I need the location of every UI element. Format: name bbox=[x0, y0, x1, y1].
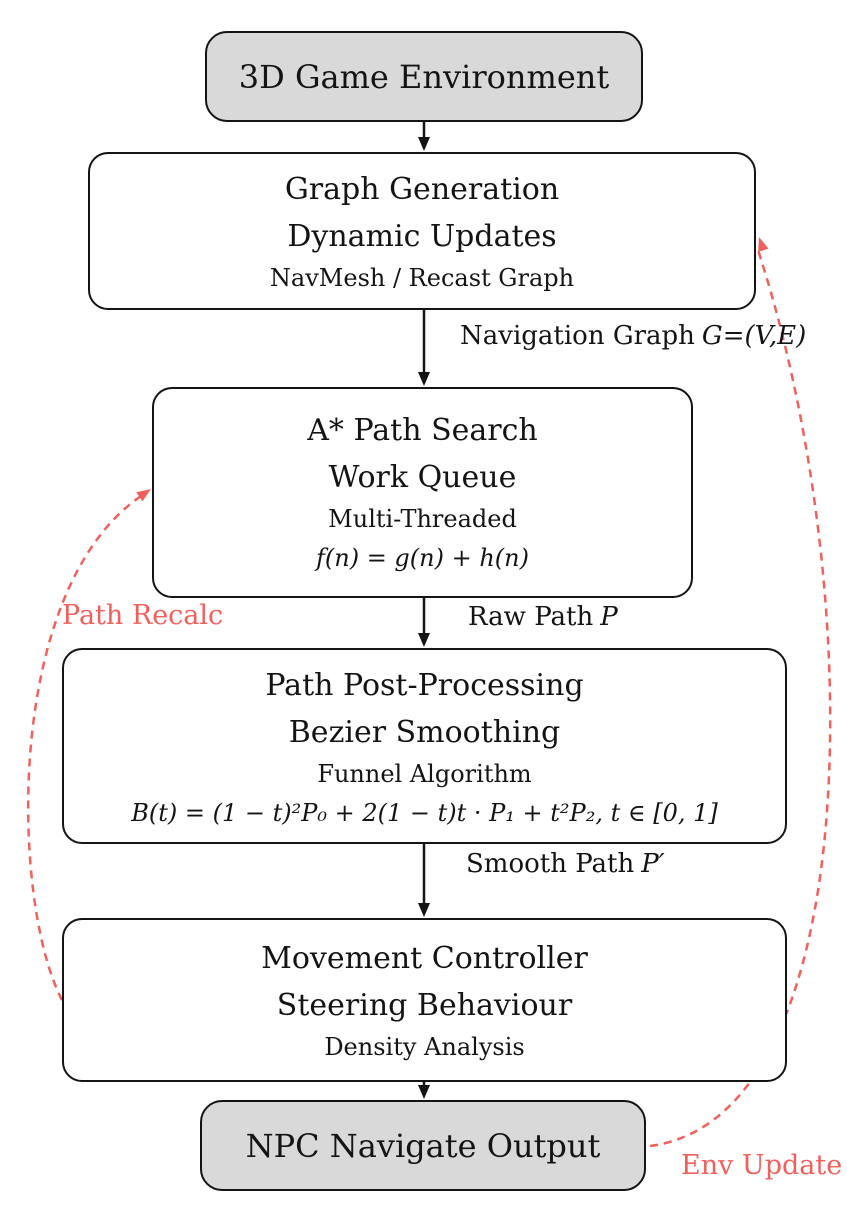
edge-astar-to-post-processing bbox=[418, 596, 430, 647]
edge-curve bbox=[649, 246, 832, 1148]
edge-label-math: P bbox=[600, 602, 618, 632]
arrowhead-icon bbox=[418, 372, 430, 386]
node-subtitle: NavMesh / Recast Graph bbox=[269, 263, 575, 292]
arrowhead-icon bbox=[758, 237, 769, 253]
arrowhead-icon bbox=[418, 903, 430, 917]
node-title-line1: Movement Controller bbox=[261, 940, 588, 976]
node-movement-controller: Movement Controller Steering Behaviour D… bbox=[62, 918, 787, 1082]
arrowhead-icon bbox=[418, 633, 430, 647]
arrowhead-icon bbox=[418, 1085, 430, 1099]
node-subtitle: Funnel Algorithm bbox=[317, 759, 532, 788]
edge-graph-generation-to-astar bbox=[418, 308, 430, 386]
node-3d-game-environment: 3D Game Environment bbox=[205, 31, 643, 122]
node-title-line1: A* Path Search bbox=[307, 413, 538, 448]
edge-environment-to-graph-generation bbox=[418, 120, 430, 151]
edge-label-math: P′ bbox=[641, 849, 665, 879]
node-path-post-processing: Path Post-Processing Bezier Smoothing Fu… bbox=[62, 648, 787, 844]
node-title-line2: Work Queue bbox=[328, 460, 517, 495]
edge-label-env-update: Env Update bbox=[681, 1150, 843, 1181]
edge-label-text: Raw Path bbox=[468, 602, 594, 632]
node-title-line1: Path Post-Processing bbox=[265, 667, 584, 703]
edge-label-math: G=(V,E) bbox=[701, 321, 807, 351]
edge-env-update-feedback bbox=[649, 237, 832, 1148]
edge-post-processing-to-movement bbox=[418, 840, 430, 917]
node-title-line2: Steering Behaviour bbox=[276, 987, 573, 1023]
node-formula: B(t) = (1 − t)²P₀ + 2(1 − t)t · P₁ + t²P… bbox=[131, 798, 718, 827]
edge-movement-to-output bbox=[418, 1080, 430, 1099]
arrowhead-icon bbox=[418, 137, 430, 151]
edge-label-path-recalc: Path Recalc bbox=[62, 600, 224, 631]
node-title: 3D Game Environment bbox=[238, 57, 610, 96]
node-formula: f(n) = g(n) + h(n) bbox=[316, 544, 529, 572]
arrowhead-icon bbox=[136, 489, 151, 502]
edge-label-text: Navigation Graph bbox=[460, 321, 695, 351]
edge-label-text: Smooth Path bbox=[466, 849, 635, 879]
node-astar-path-search: A* Path Search Work Queue Multi-Threaded… bbox=[152, 387, 693, 598]
edge-path-recalc-feedback bbox=[26, 489, 151, 1001]
node-title: NPC Navigate Output bbox=[245, 1126, 601, 1165]
node-title-line1: Graph Generation bbox=[284, 171, 560, 207]
node-title-line2: Bezier Smoothing bbox=[288, 714, 561, 750]
node-subtitle: Multi-Threaded bbox=[328, 505, 517, 533]
node-subtitle: Density Analysis bbox=[324, 1032, 525, 1061]
node-graph-generation: Graph Generation Dynamic Updates NavMesh… bbox=[88, 152, 756, 310]
node-npc-navigate-output: NPC Navigate Output bbox=[200, 1100, 646, 1191]
edge-curve bbox=[26, 494, 142, 1001]
node-title-line2: Dynamic Updates bbox=[287, 218, 557, 254]
